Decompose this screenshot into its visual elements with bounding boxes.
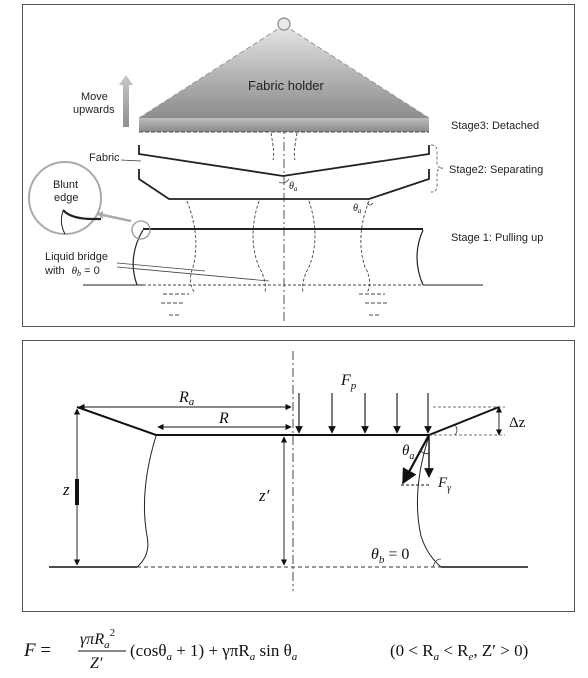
move-upwards-arrow bbox=[119, 75, 133, 127]
move-upwards-label: Move upwards bbox=[73, 91, 115, 116]
force-triangle bbox=[401, 434, 434, 486]
pulling-stages-panel: Fabric holder Move upwards Stage3: Detac… bbox=[22, 4, 575, 327]
stage2-brace bbox=[430, 144, 444, 193]
f-gamma-label: Fγ bbox=[437, 475, 452, 494]
force-model-panel: Ra R Fp Δz z z′ bbox=[22, 340, 575, 612]
formula-F: F bbox=[23, 640, 36, 661]
fp-label: Fp bbox=[340, 372, 357, 392]
formula-body: (cosθa + 1) + γπRa sin θa bbox=[130, 641, 298, 663]
formula-svg: F = γπRa2 Z′ (cosθa + 1) + γπRa sin θa (… bbox=[23, 627, 528, 672]
blunt-edge-label: Blunt edge bbox=[53, 179, 81, 204]
fabric-holder-label: Fabric holder bbox=[248, 78, 325, 93]
delta-z-label: Δz bbox=[509, 415, 526, 431]
formula-numerator: γπRa2 bbox=[80, 627, 115, 651]
liquid-bridge-left bbox=[136, 435, 157, 568]
force-formula: F = γπRa2 Z′ (cosθa + 1) + γπRa sin θa (… bbox=[22, 622, 582, 674]
liquid-bridge-label: Liquid bridge bbox=[45, 251, 108, 263]
stage1-label: Stage 1: Pulling up bbox=[451, 232, 543, 244]
liquid-bridge-condition: with θb = 0 bbox=[44, 265, 100, 278]
theta-a-label: θa bbox=[402, 443, 414, 462]
liquid-bridge-right bbox=[416, 229, 424, 286]
z-prime-label: z′ bbox=[258, 486, 270, 505]
fabric-label: Fabric bbox=[89, 152, 120, 164]
svg-text:F =: F = bbox=[23, 640, 51, 661]
liquid-bridge-right bbox=[416, 435, 442, 568]
r-label: R bbox=[218, 410, 229, 427]
theta-a-label-1: θa bbox=[289, 181, 298, 193]
liquid-bridge-left bbox=[132, 229, 144, 286]
stage2-fabric-v bbox=[138, 145, 430, 177]
z-label: z bbox=[62, 480, 70, 499]
blunt-edge-detail: Blunt edge bbox=[28, 161, 102, 235]
fabric-holder: Fabric holder bbox=[138, 17, 430, 133]
stage3-label: Stage3: Detached bbox=[451, 120, 539, 132]
ra-label: Ra bbox=[178, 389, 195, 408]
force-model-diagram: Ra R Fp Δz z z′ bbox=[49, 351, 528, 591]
stage2-label: Stage2: Separating bbox=[449, 164, 543, 176]
drop-marks bbox=[161, 293, 389, 316]
pulling-stages-diagram: Fabric holder Move upwards Stage3: Detac… bbox=[28, 17, 543, 323]
holder-pivot bbox=[277, 17, 291, 31]
formula-denominator: Z′ bbox=[90, 655, 103, 672]
theta-a-label-2: θa bbox=[353, 203, 362, 215]
fabric-profile bbox=[76, 406, 500, 436]
stage2-fabric-trapezoid bbox=[138, 169, 430, 200]
fp-arrows bbox=[295, 393, 432, 434]
formula-condition: (0 < Ra < Re, Z′ > 0) bbox=[390, 641, 528, 663]
theta-b-label: θb = 0 bbox=[371, 546, 409, 566]
